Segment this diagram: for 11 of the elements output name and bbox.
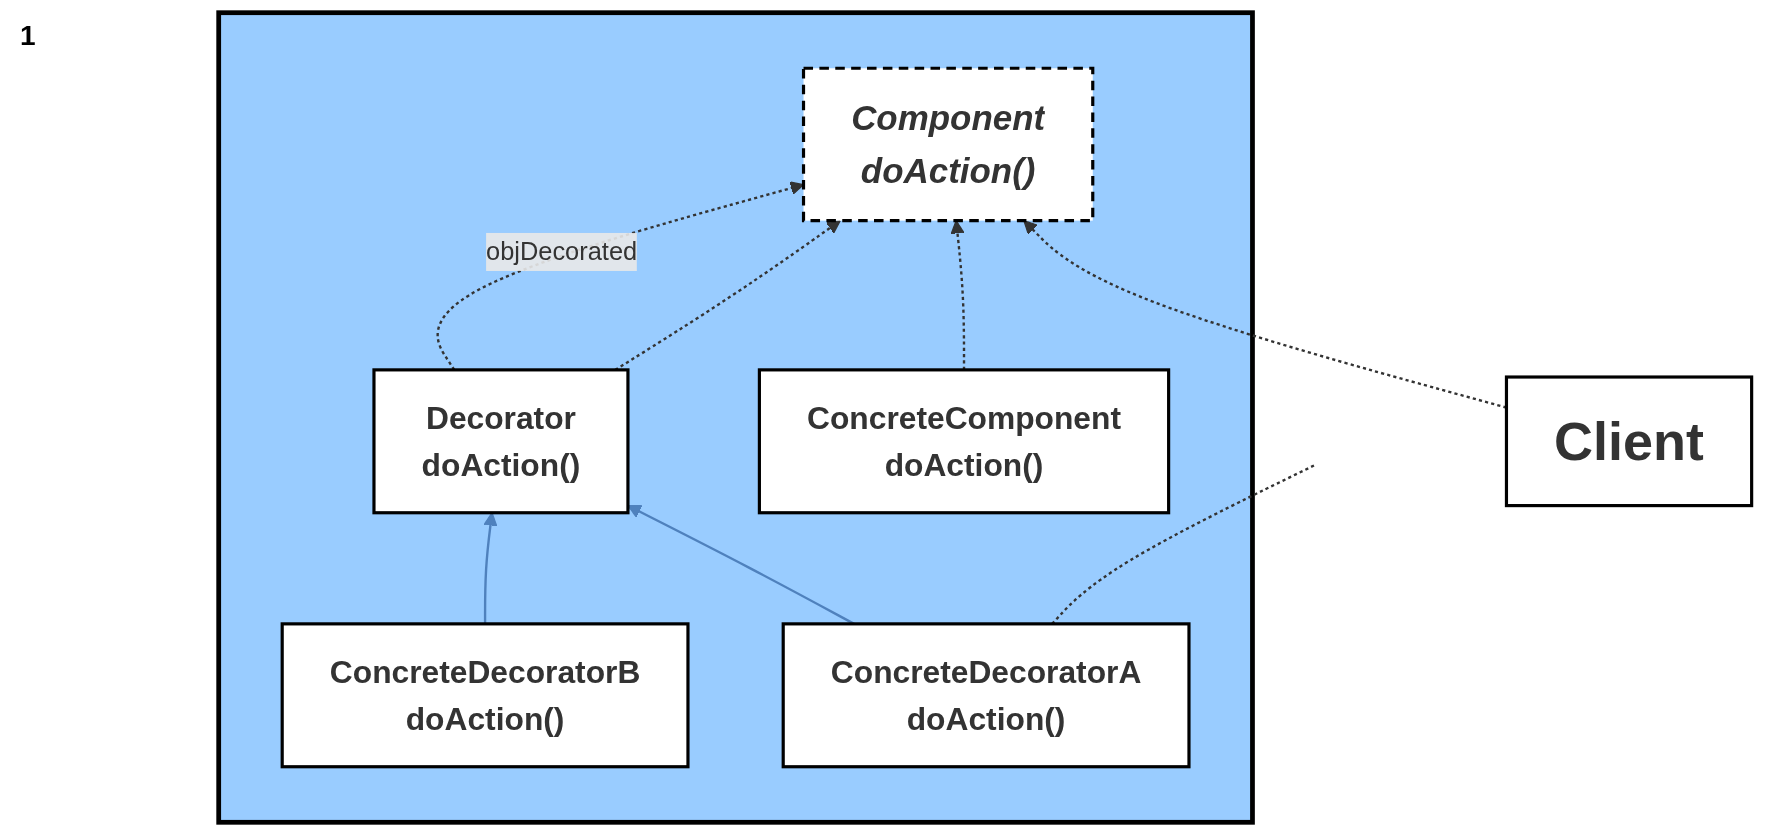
node-box: ConcreteDecoratorB doAction() bbox=[280, 622, 690, 769]
arrow bbox=[483, 512, 498, 624]
edge-label: objDecorated bbox=[486, 237, 638, 265]
node-box: Decorator doAction() bbox=[372, 368, 630, 515]
cluster bbox=[216, 10, 1256, 825]
node-box: ConcreteDecoratorA doAction() bbox=[781, 622, 1191, 769]
arrow bbox=[950, 220, 966, 370]
multiplicity-label: 1 bbox=[20, 20, 36, 52]
node-box: Client bbox=[1505, 375, 1754, 508]
node-box: ConcreteComponent doAction() bbox=[758, 368, 1171, 515]
node-box: Component doAction() bbox=[802, 66, 1095, 223]
